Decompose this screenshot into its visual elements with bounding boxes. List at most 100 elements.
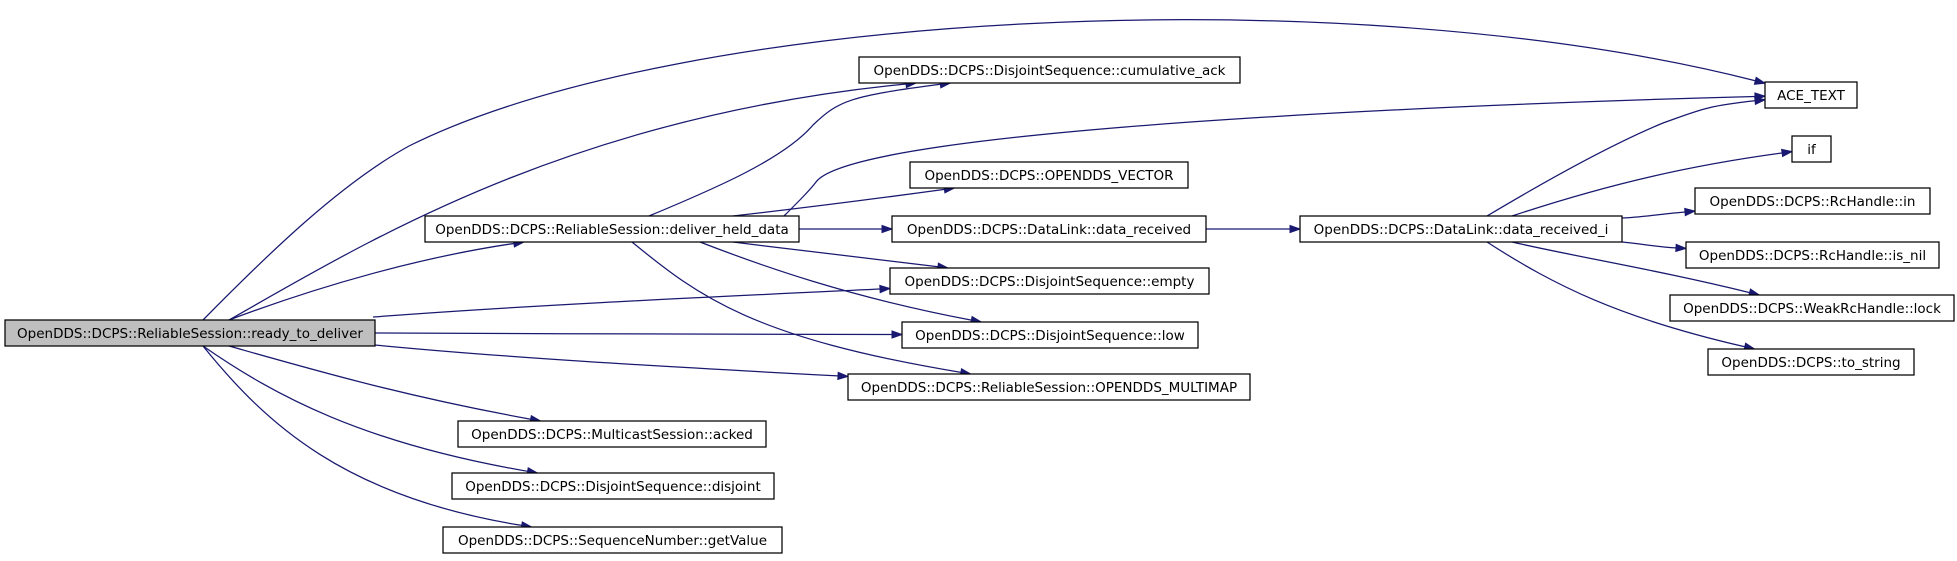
node-deliver[interactable]: OpenDDS::DCPS::ReliableSession::deliver_… bbox=[424, 215, 800, 243]
node-box bbox=[891, 215, 1207, 243]
edge-line bbox=[374, 332, 893, 336]
node-isnil[interactable]: OpenDDS::DCPS::RcHandle::is_nil bbox=[1685, 241, 1940, 269]
node-multimap[interactable]: OpenDDS::DCPS::ReliableSession::OPENDDS_… bbox=[847, 373, 1251, 401]
node-if[interactable]: if bbox=[1791, 135, 1832, 163]
arrowhead-icon bbox=[1684, 207, 1697, 217]
edge-deliver-to-datarec bbox=[798, 224, 894, 234]
node-label: OpenDDS::DCPS::DisjointSequence::low bbox=[915, 328, 1185, 344]
node-rcin[interactable]: OpenDDS::DCPS::RcHandle::in bbox=[1694, 187, 1931, 215]
node-box bbox=[451, 472, 775, 500]
node-box bbox=[442, 526, 783, 554]
node-tostring[interactable]: OpenDDS::DCPS::to_string bbox=[1707, 348, 1915, 376]
node-label: if bbox=[1807, 142, 1817, 158]
node-box bbox=[1707, 348, 1915, 376]
node-box bbox=[901, 321, 1199, 349]
edge-root-to-empty bbox=[372, 284, 892, 318]
node-box bbox=[1791, 135, 1832, 163]
edge-datareci-to-if bbox=[1511, 148, 1794, 217]
node-label: OpenDDS::DCPS::WeakRcHandle::lock bbox=[1683, 301, 1941, 317]
node-vector[interactable]: OpenDDS::DCPS::OPENDDS_VECTOR bbox=[909, 161, 1189, 189]
edge-line bbox=[648, 83, 941, 217]
edge-datareci-to-rcin bbox=[1621, 207, 1697, 219]
edge-line bbox=[699, 241, 972, 321]
node-box bbox=[4, 319, 376, 347]
node-box bbox=[424, 215, 800, 243]
edge-line bbox=[202, 19, 1756, 321]
edge-datarec-to-datareci bbox=[1205, 224, 1302, 234]
edge-root-to-cumack bbox=[228, 79, 918, 321]
edge-line bbox=[631, 241, 961, 373]
edge-line bbox=[202, 345, 522, 527]
arrowhead-icon bbox=[1753, 76, 1767, 85]
edge-line bbox=[374, 344, 839, 377]
edge-datareci-to-isnil bbox=[1621, 241, 1688, 253]
node-label: OpenDDS::DCPS::ReliableSession::deliver_… bbox=[435, 222, 789, 238]
edge-root-to-low bbox=[374, 330, 904, 339]
node-label: ACE_TEXT bbox=[1777, 88, 1845, 104]
arrowhead-icon bbox=[1289, 224, 1302, 234]
node-label: OpenDDS::DCPS::RcHandle::is_nil bbox=[1699, 248, 1926, 264]
arrowhead-icon bbox=[1781, 148, 1794, 158]
node-box bbox=[909, 161, 1189, 189]
node-lock[interactable]: OpenDDS::DCPS::WeakRcHandle::lock bbox=[1669, 294, 1955, 322]
edge-line bbox=[1511, 241, 1750, 294]
edge-line bbox=[1621, 241, 1677, 249]
node-label: OpenDDS::DCPS::ReliableSession::ready_to… bbox=[17, 326, 363, 342]
node-label: OpenDDS::DCPS::SequenceNumber::getValue bbox=[458, 533, 767, 549]
edge-line bbox=[732, 241, 939, 268]
node-label: OpenDDS::DCPS::MulticastSession::acked bbox=[471, 427, 753, 443]
node-datarec[interactable]: OpenDDS::DCPS::DataLink::data_received bbox=[891, 215, 1207, 243]
node-box bbox=[1299, 215, 1623, 243]
edge-line bbox=[202, 345, 528, 472]
node-getvalue[interactable]: OpenDDS::DCPS::SequenceNumber::getValue bbox=[442, 526, 783, 554]
node-box bbox=[1685, 241, 1940, 269]
node-label: OpenDDS::DCPS::DisjointSequence::empty bbox=[905, 274, 1195, 290]
node-label: OpenDDS::DCPS::to_string bbox=[1721, 355, 1900, 371]
node-box bbox=[847, 373, 1251, 401]
node-box bbox=[1669, 294, 1955, 322]
edge-line bbox=[1486, 241, 1745, 348]
edge-root-to-multimap bbox=[374, 344, 850, 381]
node-label: OpenDDS::DCPS::DisjointSequence::disjoin… bbox=[465, 479, 761, 495]
node-datareci[interactable]: OpenDDS::DCPS::DataLink::data_received_i bbox=[1299, 215, 1623, 243]
edge-line bbox=[1486, 100, 1756, 217]
edge-line bbox=[783, 95, 1756, 217]
edge-datareci-to-acetext bbox=[1486, 96, 1767, 217]
call-edges bbox=[202, 19, 1794, 530]
edge-line bbox=[372, 288, 881, 318]
arrowhead-icon bbox=[1675, 243, 1688, 253]
node-box bbox=[858, 56, 1241, 84]
edge-root-to-acetext bbox=[202, 19, 1767, 321]
node-label: OpenDDS::DCPS::OPENDDS_VECTOR bbox=[924, 168, 1173, 184]
node-acked[interactable]: OpenDDS::DCPS::MulticastSession::acked bbox=[457, 420, 767, 448]
edge-deliver-to-acetext bbox=[783, 92, 1767, 217]
edge-root-to-deliver bbox=[228, 239, 526, 321]
arrowhead-icon bbox=[1754, 96, 1767, 106]
edge-line bbox=[1511, 152, 1783, 217]
arrowhead-icon bbox=[881, 224, 894, 234]
node-label: OpenDDS::DCPS::DataLink::data_received_i bbox=[1314, 222, 1609, 238]
node-disjoint[interactable]: OpenDDS::DCPS::DisjointSequence::disjoin… bbox=[451, 472, 775, 500]
node-box bbox=[457, 420, 767, 448]
node-low[interactable]: OpenDDS::DCPS::DisjointSequence::low bbox=[901, 321, 1199, 349]
edge-deliver-to-vector bbox=[732, 185, 956, 217]
node-label: OpenDDS::DCPS::ReliableSession::OPENDDS_… bbox=[861, 380, 1237, 396]
edge-line bbox=[1621, 211, 1686, 219]
arrowhead-icon bbox=[891, 330, 904, 339]
edge-line bbox=[228, 345, 531, 420]
node-cumack[interactable]: OpenDDS::DCPS::DisjointSequence::cumulat… bbox=[858, 56, 1241, 84]
node-label: OpenDDS::DCPS::DisjointSequence::cumulat… bbox=[874, 63, 1226, 79]
edge-deliver-to-cumack bbox=[648, 80, 952, 217]
edge-line bbox=[228, 242, 514, 321]
arrowhead-icon bbox=[837, 371, 850, 381]
edge-line bbox=[228, 83, 907, 321]
node-label: OpenDDS::DCPS::DataLink::data_received bbox=[907, 222, 1191, 238]
node-box bbox=[1764, 81, 1858, 109]
node-acetext[interactable]: ACE_TEXT bbox=[1764, 81, 1858, 109]
arrowhead-icon bbox=[879, 284, 892, 294]
node-empty[interactable]: OpenDDS::DCPS::DisjointSequence::empty bbox=[889, 267, 1210, 295]
node-box bbox=[889, 267, 1210, 295]
node-root: OpenDDS::DCPS::ReliableSession::ready_to… bbox=[4, 319, 376, 347]
edge-root-to-acked bbox=[228, 345, 542, 424]
